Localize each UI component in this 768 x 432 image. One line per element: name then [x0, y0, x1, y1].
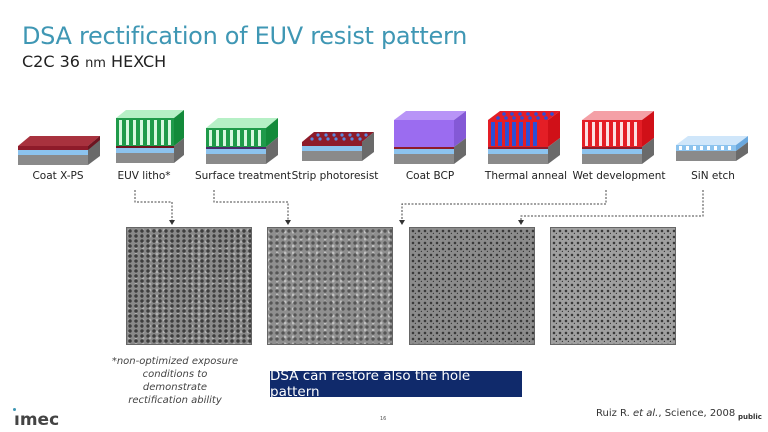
logo-dot-icon: [13, 408, 16, 411]
step-label-coat-xps: Coat X-PS: [32, 170, 84, 182]
sem-image-surface-treatment: [267, 227, 393, 345]
step-wet-development-illustration: [578, 108, 668, 188]
subtitle-suffix: HEXCH: [105, 52, 167, 71]
step-label-thermal-anneal: Thermal anneal: [484, 170, 568, 182]
slide-subtitle: C2C 36 nm HEXCH: [22, 52, 166, 71]
process-connector-arrows: [134, 190, 704, 225]
slide-title: DSA rectification of EUV resist pattern: [22, 22, 468, 50]
subtitle-prefix: C2C 36: [22, 52, 86, 71]
step-label-wet-development: Wet development: [572, 170, 666, 182]
citation-author: Ruiz R.: [596, 408, 633, 419]
citation-rest: , Science, 2008: [658, 408, 736, 419]
step-strip-photoresist-illustration: [296, 108, 386, 188]
sem-image-sin-etch: [550, 227, 676, 345]
step-coat-xps-illustration: [14, 108, 104, 188]
citation-etal: et al.: [633, 408, 659, 419]
subtitle-unit: nm: [85, 56, 106, 71]
footnote-line-2: conditions to demonstrate: [142, 369, 208, 393]
step-label-strip-photoresist: Strip photoresist: [291, 170, 379, 182]
step-surface-treatment-illustration: [200, 108, 290, 188]
sem-image-euv-litho: [126, 227, 252, 345]
footnote-line-1: *non-optimized exposure: [111, 356, 239, 367]
page-number: 16: [380, 416, 387, 422]
step-label-coat-bcp: Coat BCP: [405, 170, 455, 182]
citation: Ruiz R. et al., Science, 2008: [596, 408, 735, 419]
footnote: *non-optimized exposure conditions to de…: [110, 355, 240, 407]
step-thermal-anneal-illustration: [486, 108, 576, 188]
step-coat-bcp-illustration: [390, 108, 480, 188]
step-sin-etch-illustration: [672, 108, 762, 188]
classification-label: public: [738, 413, 762, 421]
step-label-sin-etch: SiN etch: [691, 170, 735, 182]
sem-image-thermal-anneal: [409, 227, 535, 345]
step-label-euv-litho: EUV litho*: [117, 170, 171, 182]
step-euv-litho-illustration: [104, 108, 194, 188]
step-label-surface-treatment: Surface treatment: [194, 170, 292, 182]
footnote-line-3: rectification ability: [128, 395, 222, 406]
imec-logo: ımec: [14, 410, 60, 430]
callout-box: DSA can restore also the hole pattern: [270, 368, 522, 400]
